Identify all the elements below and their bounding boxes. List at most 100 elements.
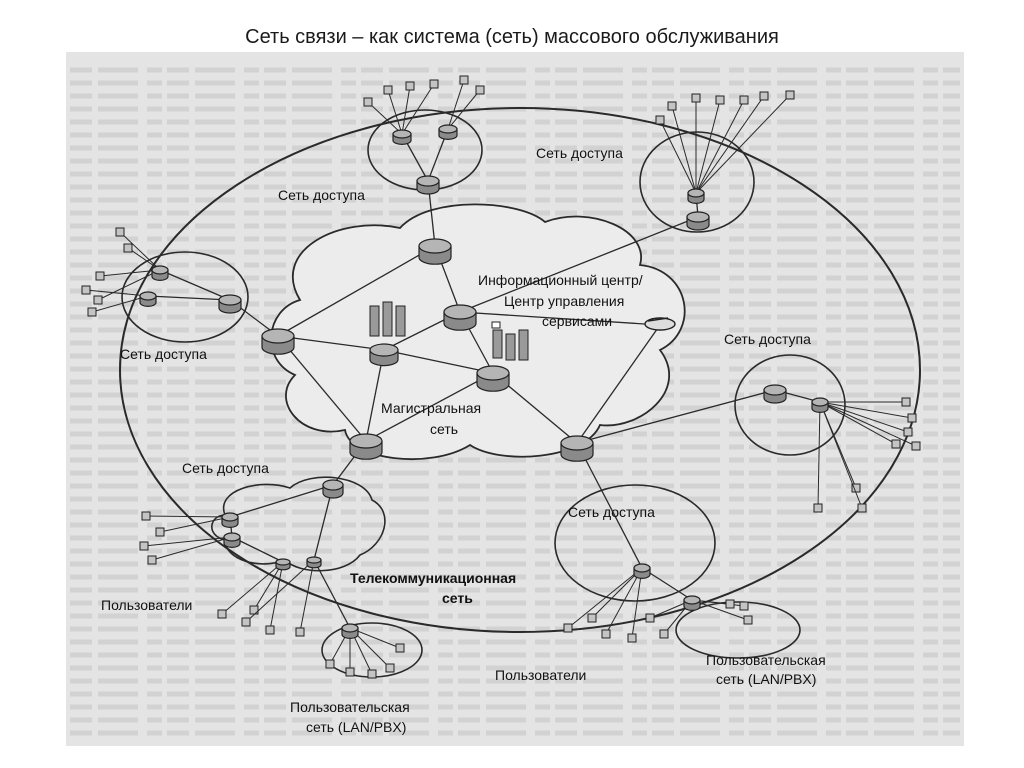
- user-terminal-icon: [475, 85, 485, 95]
- terminal-link: [221, 561, 284, 615]
- terminal-link: [245, 559, 315, 623]
- switch-node: [687, 188, 705, 204]
- user-terminal-icon: [383, 85, 393, 95]
- switch-node: [306, 556, 322, 569]
- switch-node: [139, 291, 157, 307]
- user-terminal-icon: [385, 663, 395, 673]
- user-terminal-icon: [147, 555, 157, 565]
- terminal-link: [695, 99, 721, 194]
- switch-node: [221, 512, 239, 528]
- label-telecom-1: Телекоммуникационная: [350, 570, 516, 586]
- user-terminal-icon: [123, 243, 133, 253]
- user-terminal-icon: [217, 609, 227, 619]
- label-user-lan-bottom-1: Пользовательская: [290, 699, 410, 715]
- terminal-link: [659, 119, 697, 194]
- switch-node: [349, 433, 383, 460]
- user-terminal-icon: [345, 667, 355, 677]
- switch-node: [369, 343, 399, 367]
- user-terminal-icon: [295, 627, 305, 637]
- user-terminal-icon: [93, 295, 103, 305]
- terminal-link: [91, 295, 149, 313]
- user-terminal-icon: [667, 101, 677, 111]
- terminal-link: [695, 94, 791, 194]
- user-terminal-icon: [429, 79, 439, 89]
- user-terminal-icon: [587, 613, 597, 623]
- label-info-center-1: Информационный центр/: [478, 272, 643, 288]
- terminal-link: [299, 559, 315, 633]
- user-terminal-icon: [601, 629, 611, 639]
- user-terminal-icon: [249, 605, 259, 615]
- switch-node: [683, 595, 701, 611]
- label-info-center-2: Центр управления: [504, 293, 624, 309]
- user-lan-right: [675, 601, 801, 659]
- backbone-cloud: [270, 203, 686, 461]
- user-terminal-icon: [87, 307, 97, 317]
- terminal-link: [99, 269, 161, 277]
- terminal-link: [671, 105, 697, 194]
- user-terminal-icon: [743, 615, 753, 625]
- label-access-right: Сеть доступа: [724, 331, 811, 347]
- user-terminal-icon: [139, 541, 149, 551]
- access-network-bottom: [554, 484, 716, 602]
- terminal-link: [119, 231, 161, 271]
- user-terminal-icon: [563, 623, 573, 633]
- access-network-top-right: [639, 131, 755, 233]
- terminal-link: [819, 401, 863, 509]
- switch-nodes: [139, 124, 829, 639]
- user-terminal-icon: [241, 617, 251, 627]
- telecom-network-boundary: [119, 107, 921, 633]
- label-access-top-right: Сеть доступа: [536, 145, 623, 161]
- user-terminal-icon: [785, 90, 795, 100]
- terminal-link: [631, 567, 643, 639]
- user-terminal-icon: [395, 643, 405, 653]
- label-access-top: Сеть доступа: [278, 187, 365, 203]
- switch-node: [811, 397, 829, 413]
- terminal-link: [159, 516, 231, 533]
- user-terminal-icon: [141, 511, 151, 521]
- label-access-lower-left: Сеть доступа: [182, 460, 269, 476]
- terminal-link: [817, 401, 821, 509]
- switch-node: [151, 265, 169, 281]
- management-console-icon: [644, 317, 676, 331]
- user-terminal-icon: [901, 397, 911, 407]
- terminal-link: [447, 89, 481, 130]
- switch-node: [261, 328, 295, 355]
- label-users-left: Пользователи: [101, 597, 192, 613]
- user-terminal-icon: [911, 441, 921, 451]
- terminal-link: [145, 515, 231, 518]
- terminal-link: [691, 599, 749, 621]
- switch-node: [392, 129, 412, 145]
- switch-node: [341, 623, 359, 639]
- user-terminal-icon: [903, 427, 913, 437]
- user-terminal-icon: [363, 97, 373, 107]
- user-terminal-icon: [265, 625, 275, 635]
- user-terminal-icon: [725, 599, 735, 609]
- user-terminal-icon: [759, 91, 769, 101]
- switch-node: [763, 384, 787, 404]
- terminal-link: [127, 247, 161, 271]
- switch-node: [443, 304, 477, 331]
- switch-node: [418, 238, 452, 265]
- user-terminal-icon: [715, 95, 725, 105]
- terminal-link: [387, 89, 403, 135]
- terminal-link: [567, 567, 643, 629]
- user-terminal-icon: [813, 503, 823, 513]
- user-terminal-icon: [115, 227, 125, 237]
- user-terminal-icon: [155, 527, 165, 537]
- user-terminal-icon: [659, 629, 669, 639]
- slide-title: Сеть связи – как система (сеть) массовог…: [245, 26, 779, 48]
- user-terminal-icon: [891, 439, 901, 449]
- label-user-lan-right-2: сеть (LAN/PBX): [716, 671, 816, 687]
- terminal-link: [819, 401, 917, 447]
- terminal-link: [85, 289, 149, 297]
- terminal-link: [695, 95, 765, 194]
- user-terminal-icon: [325, 659, 335, 669]
- switch-node: [560, 435, 594, 462]
- terminal-link: [819, 401, 897, 445]
- label-backbone-2: сеть: [430, 421, 458, 437]
- user-terminal-icon: [459, 75, 469, 85]
- label-telecom-2: сеть: [442, 590, 473, 606]
- switch-node: [223, 532, 241, 548]
- label-users-bottom: Пользователи: [495, 667, 586, 683]
